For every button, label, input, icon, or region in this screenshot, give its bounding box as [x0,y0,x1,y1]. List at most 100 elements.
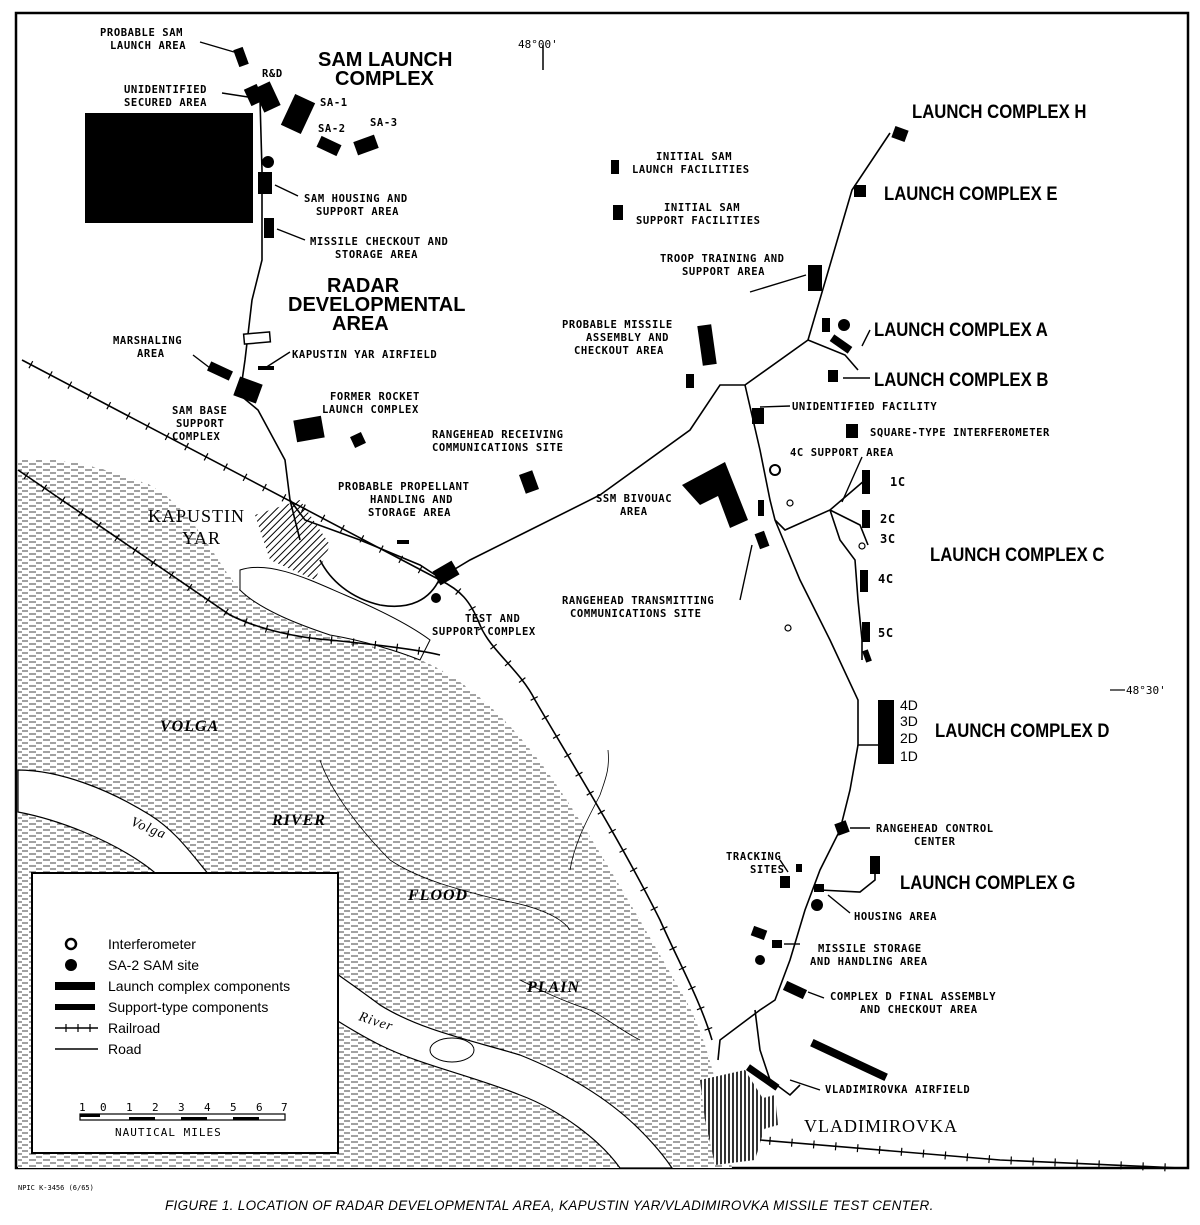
label-sam-housing: SUPPORT AREA [316,206,399,218]
label-sam-base: SUPPORT [176,418,224,430]
label-sa2: SA-2 [318,123,346,135]
sa2-block [316,135,342,157]
railroad-tick [944,1151,947,1160]
roads [239,99,891,1097]
label-initial-sam-launch: LAUNCH FACILITIES [632,164,750,176]
label-radar-dev: DEVELOPMENTAL [288,294,465,316]
label-missile-checkout: MISSILE CHECKOUT AND [310,236,448,248]
interferometer-symbol [858,542,866,550]
railroad-tick [262,483,267,492]
railroad-tick [696,1006,705,1011]
road [717,744,859,1061]
railroad-tick [395,643,399,652]
railroads [17,359,1181,1169]
label-unid-secured: SECURED AREA [124,97,207,109]
railroad-tick [468,605,476,611]
railroad-tick [900,1147,903,1156]
road [829,509,863,660]
railroad-tick [59,496,66,505]
sam-site-symbol [811,899,823,911]
scale-tick: 7 [281,1101,288,1114]
test-support-block [432,560,460,586]
railroad-tick [477,626,486,631]
label-probable-sam: LAUNCH AREA [110,40,186,52]
scale-tick: 6 [256,1101,263,1114]
label-square-interferometer: SQUARE-TYPE INTERFEROMETER [870,427,1050,439]
vladimirovka-town [700,1070,770,1165]
label-marshaling: AREA [137,348,165,360]
complex-d-final-block [782,980,808,1000]
label-sa1: SA-1 [320,97,348,109]
label-unid-secured: UNIDENTIFIED [124,84,207,96]
label-ssm-bivouac: AREA [620,506,648,518]
tracking-block-2 [796,864,802,872]
railroad-tick [417,646,421,655]
legend-road-label: Road [108,1041,141,1057]
road [754,1009,801,1097]
launch-b-block [828,370,838,382]
label-rh-control: RANGEHEAD CONTROL [876,823,994,835]
label-rh-control: CENTER [914,836,956,848]
water-flood: FLOOD [407,887,468,904]
interferometer-symbol [786,499,794,507]
label-d-site: 2D [900,730,918,746]
railroad-tick [490,643,498,650]
launch-g-block [870,856,880,874]
label-tracking: TRACKING [726,851,781,863]
railroad-tick [308,633,311,642]
railroad [759,1139,1181,1169]
former-rocket-block-2 [350,432,366,448]
scale-tick: 5 [230,1101,237,1114]
railroad-tick [552,733,561,739]
railroad-tick [77,509,84,517]
railroad-tick [834,1142,837,1151]
scale-tick: 4 [204,1101,211,1114]
railroad-tick [205,596,211,604]
railroad-tick [878,1145,881,1155]
railroad-tick [659,926,668,931]
interferometer-symbol [784,624,792,632]
road [289,499,301,541]
sam-site-symbol [431,593,441,603]
railroad-tick [339,524,345,533]
label-launch-complex-d: LAUNCH COMPLEX D [935,720,1110,741]
railroad-tick [988,1155,991,1164]
road [319,559,441,607]
housing-block [814,884,824,892]
water-plain: PLAIN [526,979,580,996]
label-initial-sam-support: SUPPORT FACILITIES [636,215,761,227]
latitude-label: 48°30' [1126,684,1166,697]
launch-c5b [862,649,872,663]
railroad-tick [564,752,572,758]
railroad-tick [168,571,175,579]
legend: Interferometer SA-2 SAM site Launch comp… [31,872,339,1154]
railroad-tick [687,985,696,991]
legend-launch-label: Launch complex components [108,978,290,994]
railroad-tick [455,588,462,595]
label-sam-complex: SAM LAUNCH [318,49,452,71]
railroad-tick [629,867,638,873]
railroad-tick [856,1144,859,1153]
label-initial-sam-launch: INITIAL SAM [656,151,732,163]
missile-assembly-block [697,324,717,366]
label-troop: SUPPORT AREA [682,266,765,278]
legend-interferometer-label: Interferometer [108,936,196,952]
sa3-block [353,134,379,156]
launch-c2 [862,510,870,528]
creek [519,979,641,1041]
launch-c4 [860,570,868,592]
town-kapustin: KAPUSTIN [148,506,245,526]
launch-d-block [878,700,894,764]
ssm-bivouac-small [758,500,764,516]
former-rocket-block [293,415,325,443]
railroad-tick [575,771,583,777]
legend-launch-symbol [55,982,95,990]
label-unid-facility: UNIDENTIFIED FACILITY [792,401,937,413]
label-missile-assembly: ASSEMBLY AND [586,332,669,344]
label-missile-checkout: STORAGE AREA [335,249,418,261]
rd-block [253,81,281,113]
label-sam-complex: COMPLEX [335,68,435,90]
scale-tick: 1 [79,1101,86,1114]
town-vladimirovka: VLADIMIROVKA [804,1116,958,1136]
scale-tick: 3 [178,1101,185,1114]
